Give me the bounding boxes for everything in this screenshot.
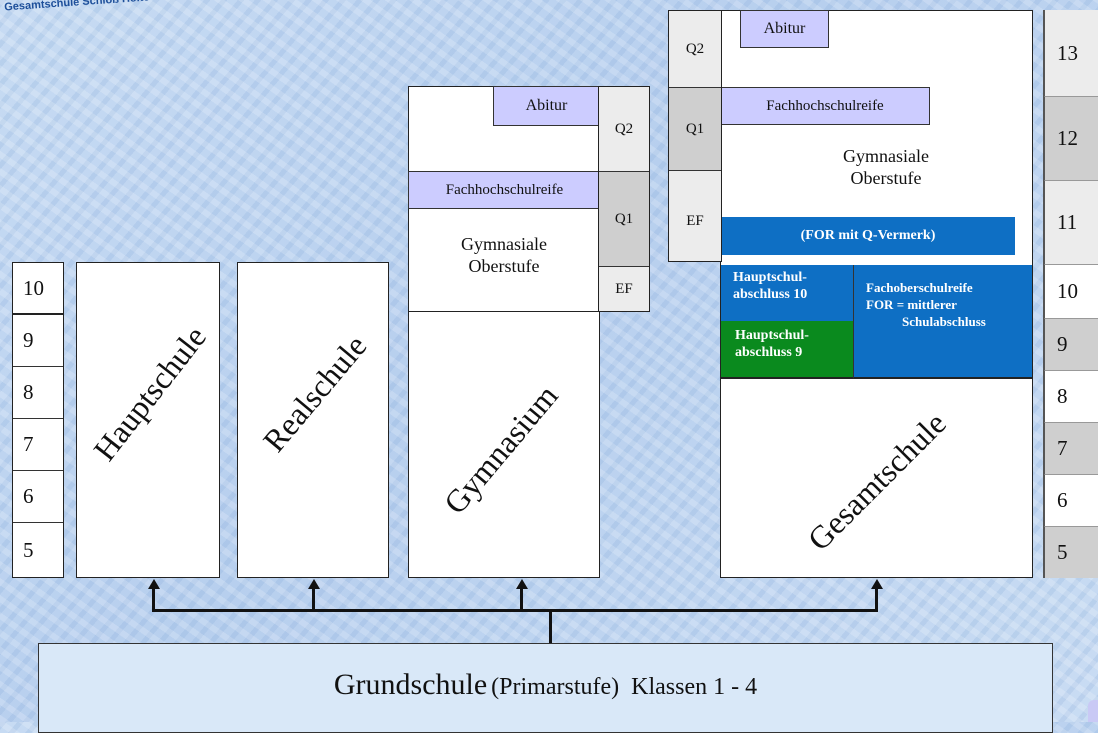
- gymnasium-box: Gymnasium: [408, 310, 600, 578]
- logo-text: Gesamtschule Schloß Holte-Stukenbrock: [3, 0, 220, 14]
- arrow-head-gesamtschule: [870, 579, 883, 589]
- left-grade-5: 5: [23, 537, 34, 562]
- ges-q1: Q1: [669, 87, 721, 171]
- ges-hauptschulabschluss-10: Hauptschul- abschluss 10: [721, 265, 853, 321]
- connector-rs-stem: [312, 588, 315, 611]
- ges-fachhochschulreife: Fachhochschulreife: [720, 87, 930, 125]
- ges-q2: Q2: [685, 40, 705, 57]
- corner-decoration: [1088, 700, 1098, 722]
- gymnasium-label: Gymnasium: [436, 377, 565, 521]
- gym-oberstufe-label: Gymnasiale Oberstufe: [461, 234, 547, 276]
- connector-horizontal: [152, 609, 878, 612]
- ges-q-column: Q2 Q1 EF: [668, 10, 722, 262]
- gym-ef: EF: [615, 280, 633, 297]
- left-grade-9: 9: [13, 315, 63, 367]
- ges-ef: EF: [686, 213, 704, 229]
- grundschule-sub: (Primarstufe): [491, 674, 620, 700]
- connector-gym-stem: [520, 588, 523, 611]
- right-grade-12: 12: [1044, 96, 1098, 180]
- left-grade-6: 6: [13, 471, 63, 523]
- grundschule-box: Grundschule (Primarstufe) Klassen 1 - 4: [38, 643, 1053, 733]
- arrow-head-hauptschule: [147, 579, 160, 589]
- grundschule-classes: Klassen 1 - 4: [631, 674, 758, 700]
- gym-fachhochschulreife: Fachhochschulreife: [408, 171, 601, 209]
- right-grade-8: 8: [1044, 370, 1098, 422]
- hauptschule-label: Hauptschule: [86, 319, 214, 468]
- connector-ges-stem: [875, 588, 878, 611]
- gym-q1: Q1: [599, 171, 649, 267]
- school-logo: Gesamtschule Schloß Holte-Stukenbrock: [0, 0, 230, 18]
- ges-for-q-vermerk: (FOR mit Q-Vermerk): [721, 217, 1015, 255]
- right-grade-13: 13: [1044, 10, 1098, 96]
- realschule-label: Realschule: [255, 327, 374, 459]
- hauptschule-box: Hauptschule: [76, 262, 220, 578]
- ges-abitur: Abitur: [740, 10, 829, 48]
- ges-oberstufe-label: Gymnasiale Oberstufe: [843, 146, 929, 188]
- gymnasium-oberstufe: Abitur Fachhochschulreife Gymnasiale Obe…: [408, 86, 601, 312]
- ges-hauptschulabschluss-9: Hauptschul- abschluss 9: [721, 321, 853, 379]
- ges-fachoberschulreife: Fachoberschulreife FOR = mittlerer Schul…: [853, 265, 1032, 379]
- left-grade-7: 7: [13, 419, 63, 471]
- right-grade-11: 11: [1044, 180, 1098, 264]
- right-grade-9: 9: [1044, 318, 1098, 370]
- right-grade-10: 10: [1044, 264, 1098, 318]
- right-grade-5: 5: [1044, 526, 1098, 578]
- gym-q-column: Q2 Q1 EF: [598, 86, 650, 312]
- connector-vertical-main: [549, 612, 552, 644]
- gym-q2: Q2: [614, 120, 634, 137]
- connector-hs-stem: [152, 588, 155, 611]
- left-grade-8: 8: [13, 367, 63, 419]
- grundschule-main: Grundschule: [333, 668, 488, 701]
- gesamtschule-box: Abitur Fachhochschulreife Gymnasiale Obe…: [720, 10, 1033, 578]
- left-grade-10: 10: [13, 263, 63, 315]
- arrow-head-gymnasium: [515, 579, 528, 589]
- right-grade-7: 7: [1044, 422, 1098, 474]
- arrow-head-realschule: [307, 579, 320, 589]
- right-grade-column: 13 12 11 10 9 8 7 6 5: [1043, 10, 1098, 578]
- left-grade-column: 10 9 8 7 6 5: [12, 262, 64, 578]
- realschule-box: Realschule: [237, 262, 389, 578]
- gesamtschule-label: Gesamtschule: [800, 404, 953, 558]
- gym-abitur: Abitur: [493, 86, 600, 126]
- grundschule-label: Grundschule (Primarstufe) Klassen 1 - 4: [39, 668, 1052, 702]
- right-grade-6: 6: [1044, 474, 1098, 526]
